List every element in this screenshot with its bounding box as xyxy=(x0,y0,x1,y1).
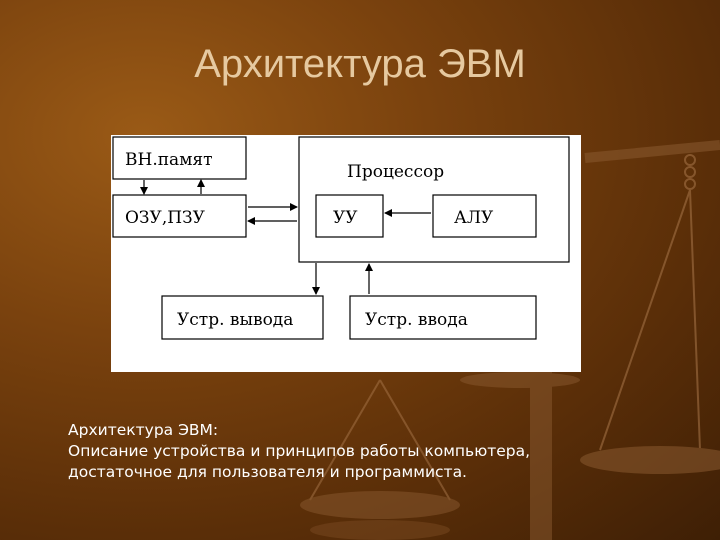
diagram-canvas: ВН.памят Процессор ОЗУ,ПЗУ УУ АЛУ Устр. … xyxy=(112,136,570,340)
processor-label: Процессор xyxy=(347,162,444,182)
output-device-block xyxy=(161,295,324,340)
alu-block xyxy=(432,194,537,238)
caption-line-3: достаточное для пользователя и программи… xyxy=(68,463,467,481)
ram-rom-label: ОЗУ,ПЗУ xyxy=(125,208,206,228)
control-unit-block xyxy=(315,194,384,238)
slide-title: Архитектура ЭВМ xyxy=(194,42,526,86)
architecture-diagram: ВН.памят Процессор ОЗУ,ПЗУ УУ АЛУ Устр. … xyxy=(111,135,581,372)
ext-memory-block xyxy=(112,136,247,180)
input-device-label: Устр. ввода xyxy=(365,310,468,330)
processor-block xyxy=(298,136,570,263)
ext-memory-label: ВН.памят xyxy=(125,150,213,170)
output-device-label: Устр. вывода xyxy=(177,310,293,330)
alu-label: АЛУ xyxy=(454,208,494,228)
ram-rom-block xyxy=(112,194,247,238)
control-unit-label: УУ xyxy=(333,208,358,228)
input-device-block xyxy=(349,295,537,340)
caption-line-1: Архитектура ЭВМ: xyxy=(68,421,219,439)
caption-text: Архитектура ЭВМ: Описание устройства и п… xyxy=(68,420,668,483)
caption-line-2: Описание устройства и принципов работы к… xyxy=(68,442,531,460)
